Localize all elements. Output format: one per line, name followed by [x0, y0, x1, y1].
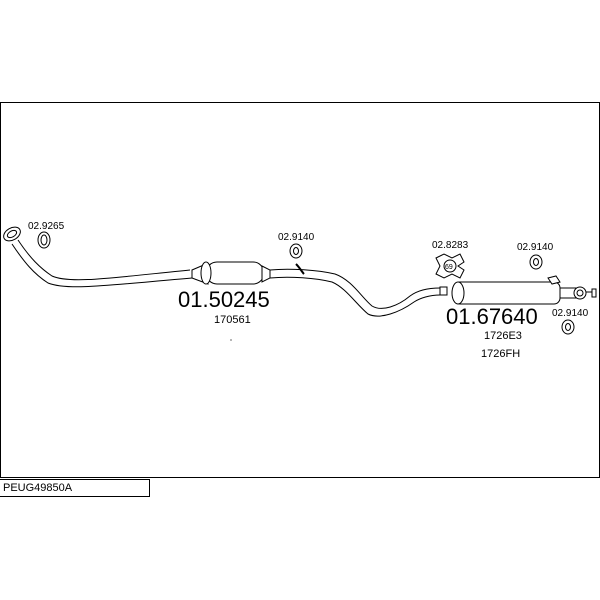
middle-silencer[interactable] [191, 261, 271, 285]
rubber-mount-label: 02.8283 [432, 240, 469, 251]
rear-hanger-top-label: 02.9140 [517, 242, 554, 253]
tailpipe-end [586, 288, 597, 298]
front-flange-icon [3, 226, 21, 242]
clamp-icon[interactable] [37, 231, 51, 249]
rubber-hanger-icon[interactable] [529, 254, 543, 270]
intermediate-pipe[interactable] [269, 268, 441, 317]
middle-silencer-oe-number: 170561 [214, 314, 251, 326]
middle-hanger-hook [295, 263, 305, 275]
rubber-hanger-icon[interactable] [289, 243, 303, 259]
rubber-mount-icon[interactable] [435, 253, 465, 279]
reference-code: PEUG49850A [0, 479, 150, 497]
rear-silencer-part-number[interactable]: 01.67640 [446, 304, 538, 329]
front-clamp-label: 02.9265 [28, 221, 65, 232]
rubber-mount-tag: 69 [445, 264, 453, 271]
front-pipe[interactable] [11, 239, 193, 288]
stray-dot [230, 339, 232, 341]
middle-hanger-label: 02.9140 [278, 232, 315, 243]
rubber-hanger-icon[interactable] [561, 319, 575, 335]
middle-silencer-part-number[interactable]: 01.50245 [178, 287, 270, 312]
rear-connector [439, 286, 448, 296]
rear-silencer-oe-number-2: 1726FH [481, 348, 520, 360]
rear-silencer-oe-number-1: 1726E3 [484, 330, 522, 342]
rear-hanger-bottom-label: 02.9140 [552, 308, 589, 319]
rear-silencer[interactable] [451, 275, 587, 305]
